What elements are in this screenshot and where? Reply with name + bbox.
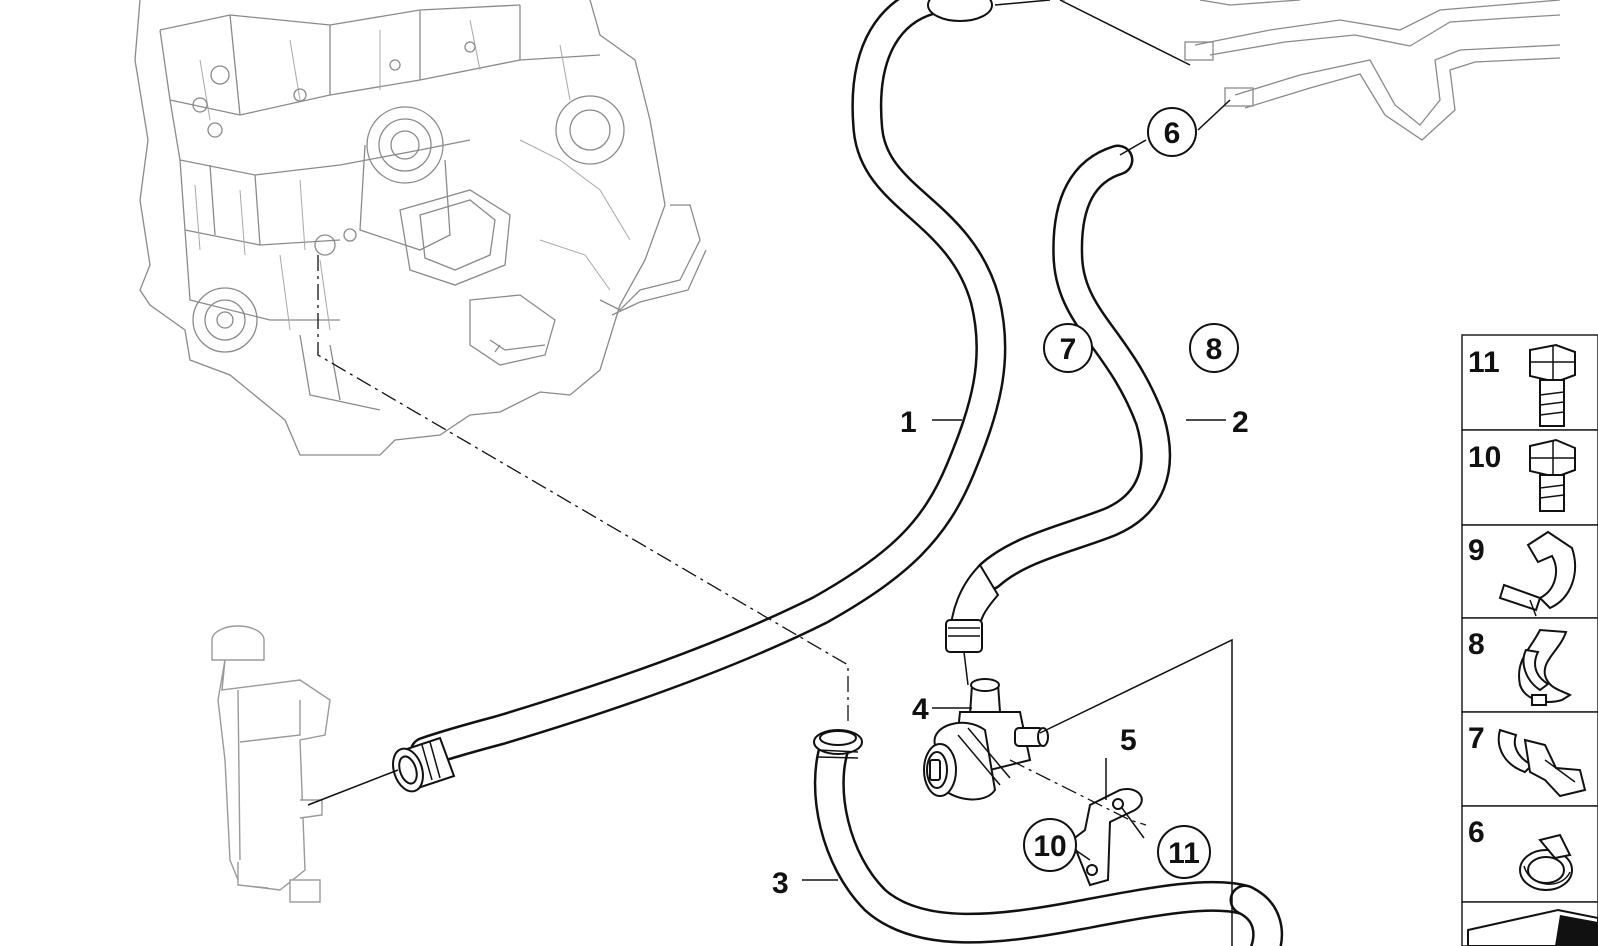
leader-lines bbox=[307, 0, 1233, 946]
heater-pipes-illustration bbox=[1060, 0, 1561, 141]
legend-hose-clamp-6-icon bbox=[1519, 833, 1573, 891]
auxiliary-water-pump bbox=[923, 678, 1049, 801]
callout-label-3: 3 bbox=[772, 867, 789, 900]
svg-text:6: 6 bbox=[1164, 117, 1181, 150]
legend-shim-icon bbox=[1467, 908, 1598, 946]
legend-label-10: 10 bbox=[1468, 441, 1501, 474]
legend-label-8: 8 bbox=[1468, 628, 1485, 661]
legend-label-11: 11 bbox=[1468, 346, 1500, 379]
svg-text:8: 8 bbox=[1206, 333, 1223, 366]
circled-callout-7: 7 bbox=[1043, 323, 1093, 373]
legend-label-6: 6 bbox=[1468, 816, 1485, 849]
expansion-tank-illustration bbox=[211, 625, 331, 903]
legend-clip-8-icon bbox=[1518, 628, 1573, 706]
circled-callout-6: 6 bbox=[1147, 107, 1197, 157]
circled-callout-8: 8 bbox=[1189, 323, 1239, 373]
parts-legend: 11 10 9 8 7 bbox=[1461, 334, 1598, 946]
legend-bolt-10-icon bbox=[1529, 438, 1576, 512]
svg-text:11: 11 bbox=[1168, 837, 1200, 870]
hose-2-elbow bbox=[945, 563, 1000, 686]
legend-clip-9-icon bbox=[1498, 530, 1576, 617]
hose-3-connector bbox=[813, 729, 863, 759]
pump-bracket bbox=[1070, 788, 1143, 887]
legend-bolt-11-icon bbox=[1529, 343, 1576, 427]
svg-text:7: 7 bbox=[1060, 333, 1077, 366]
hose-1-connector bbox=[392, 736, 456, 793]
hose-1 bbox=[409, 0, 1007, 768]
callout-label-2: 2 bbox=[1232, 406, 1249, 439]
legend-label-7: 7 bbox=[1468, 722, 1485, 755]
callout-label-5: 5 bbox=[1120, 724, 1137, 757]
hose-1-top-fitting bbox=[927, 0, 993, 22]
circled-callout-11: 11 bbox=[1157, 825, 1211, 879]
engine-block-illustration bbox=[134, 0, 707, 456]
legend-clip-7-icon bbox=[1497, 728, 1587, 798]
callout-label-4: 4 bbox=[912, 693, 929, 726]
circled-callout-10: 10 bbox=[1023, 818, 1077, 872]
callout-label-1: 1 bbox=[900, 406, 917, 439]
svg-text:10: 10 bbox=[1033, 830, 1066, 863]
legend-label-9: 9 bbox=[1468, 534, 1485, 567]
